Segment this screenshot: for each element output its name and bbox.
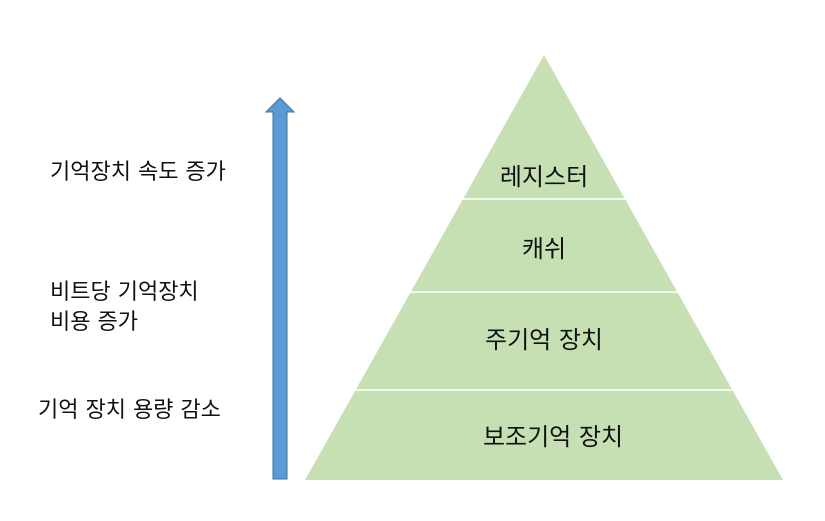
label-capacity-decrease: 기억 장치 용량 감소 [38,398,221,423]
pyramid [305,55,783,480]
up-arrow-icon [264,97,296,480]
label-speed-increase: 기억장치 속도 증가 [50,160,226,185]
label-cost-increase-line2: 비용 증가 [50,310,138,335]
tier-label-main-memory: 주기억 장치 [485,326,603,354]
label-cost-increase-line1: 비트당 기억장치 [50,280,199,305]
tier-label-register: 레지스터 [500,163,588,191]
tier-label-cache: 캐쉬 [522,235,566,263]
tier-label-secondary-storage: 보조기억 장치 [483,423,623,451]
